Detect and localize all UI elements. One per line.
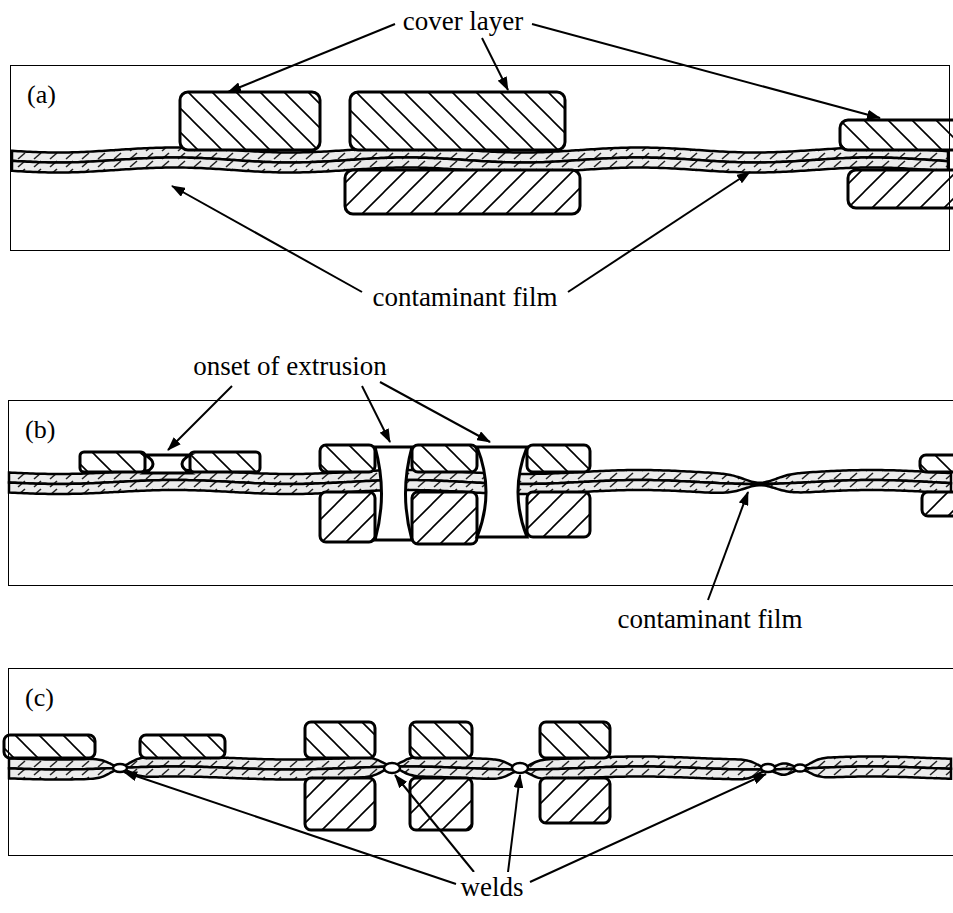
panel-letter: (a) xyxy=(11,66,56,110)
cover-block xyxy=(345,170,580,214)
cover-block xyxy=(410,722,472,758)
callout-label: welds xyxy=(459,872,526,902)
weld xyxy=(384,763,400,773)
leader-lines xyxy=(124,24,880,884)
leader-line xyxy=(508,775,520,872)
leader-line xyxy=(482,38,508,90)
cover-block xyxy=(350,92,565,150)
cover-block xyxy=(527,445,590,472)
cover-block xyxy=(920,455,953,472)
film-strand xyxy=(9,480,951,494)
cover-block xyxy=(80,452,145,472)
cover-layer-blocks xyxy=(4,92,953,830)
contaminant-film-strip xyxy=(9,148,951,780)
cover-block xyxy=(320,492,375,542)
leader-line xyxy=(568,172,750,292)
callout-label: cover layer xyxy=(401,6,526,36)
cover-block xyxy=(840,120,953,150)
callout-label: contaminant film xyxy=(370,282,559,312)
weld xyxy=(761,764,775,772)
cover-block xyxy=(922,492,953,516)
leader-line xyxy=(708,492,748,600)
extrusion xyxy=(375,447,412,540)
extruded-metal xyxy=(145,447,527,540)
weld xyxy=(794,765,806,772)
cover-block xyxy=(180,92,320,150)
cover-block xyxy=(320,445,375,472)
panel-frame: (b) xyxy=(8,400,953,586)
panel-frame: (c) xyxy=(8,668,953,856)
leader-line xyxy=(395,775,474,872)
cover-block xyxy=(140,735,225,758)
cover-block xyxy=(305,722,375,758)
cover-block xyxy=(4,735,95,758)
callout-label: contaminant film xyxy=(615,604,804,634)
film-strand xyxy=(9,767,951,780)
panel-letter: (b) xyxy=(9,401,55,445)
leader-line xyxy=(362,386,390,442)
leader-line xyxy=(380,382,490,442)
leader-line xyxy=(530,774,766,882)
extrusion xyxy=(145,455,190,473)
cover-block xyxy=(848,170,953,208)
cover-block xyxy=(412,492,477,544)
panel-letter: (c) xyxy=(9,669,54,713)
callout-label: onset of extrusion xyxy=(191,351,388,381)
weld xyxy=(113,764,127,772)
weld xyxy=(512,763,528,773)
cover-block xyxy=(305,778,375,830)
leader-line xyxy=(168,386,232,450)
cover-block xyxy=(412,445,477,472)
extrusion xyxy=(477,447,527,537)
leader-line xyxy=(532,24,880,118)
leader-line xyxy=(172,186,362,292)
cover-block xyxy=(540,778,610,823)
leader-line xyxy=(228,24,395,92)
panel-frame: (a) xyxy=(10,65,950,251)
weld-spots xyxy=(113,763,806,773)
cover-block xyxy=(527,492,590,537)
cover-block xyxy=(190,452,260,472)
cover-block xyxy=(540,722,610,758)
